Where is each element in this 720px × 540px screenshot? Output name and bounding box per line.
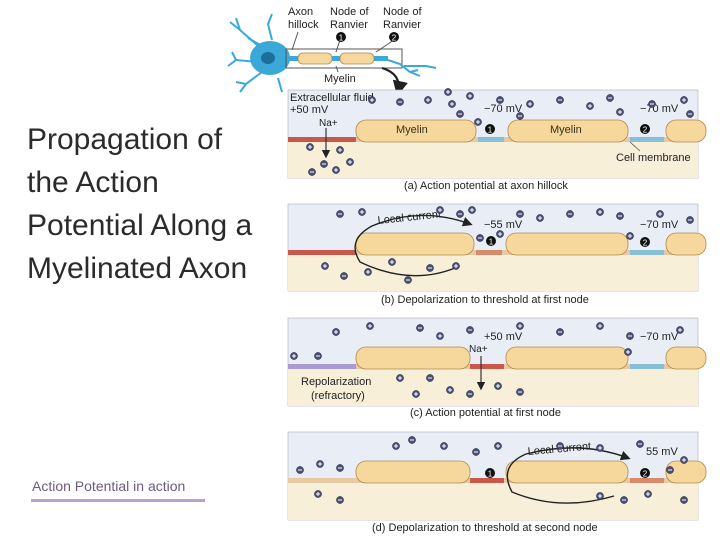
panel-b-node2 (630, 250, 664, 255)
label-a-v-node1: −70 mV (484, 103, 523, 115)
panel-c-myelin-2 (505, 346, 629, 370)
neuron-nucleus (261, 52, 275, 64)
panel-c-node2 (630, 364, 664, 369)
ion-particles (290, 88, 694, 504)
label-axon: Axon (288, 6, 313, 18)
caption-b: (b) Depolarization to threshold at first… (381, 294, 589, 306)
axon-terminals (387, 59, 437, 77)
label-a-myelin-2: Myelin (550, 124, 582, 136)
neuron-overview: Axon hillock Node of Ranvier Node of Ran… (227, 6, 437, 97)
b-num1-badge (486, 236, 496, 246)
panel-a-myelin-2 (507, 119, 629, 143)
panel-d-myelin-2 (505, 460, 629, 484)
overview-num1: 1 (339, 34, 344, 43)
panel-b-myelin-1 (355, 232, 475, 256)
panel-c-node1-active (470, 364, 504, 369)
panel-a-myelin-3 (665, 119, 707, 143)
panel-d: Local current 55 mV 1 2 (d) Depolarizati… (287, 431, 707, 534)
panel-a-node2 (630, 137, 664, 142)
label-a-v-node2: −70 mV (640, 103, 679, 115)
a-num1: 1 (488, 126, 493, 135)
label-c-repolarization: Repolarization (301, 376, 371, 388)
a-num2-badge (640, 124, 650, 134)
label-c-na: Na+ (469, 344, 488, 355)
zoom-arrow (381, 66, 408, 97)
caption-d: (d) Depolarization to threshold at secon… (372, 522, 598, 534)
panel-a-myelin-1 (355, 119, 477, 143)
d-num2: 2 (643, 470, 648, 479)
label-node1-line2: Ranvier (330, 19, 368, 31)
label-extracellular: Extracellular fluid (290, 92, 374, 104)
label-b-v-node2: −70 mV (640, 219, 679, 231)
panel-b-node1 (476, 250, 502, 255)
panel-b-hillock-active (288, 250, 356, 255)
label-node2-line1: Node of (383, 6, 422, 18)
panel-d-intracellular (288, 481, 698, 520)
neuron-dendrites (227, 13, 283, 93)
label-a-myelin-1: Myelin (396, 124, 428, 136)
a-num2: 2 (643, 126, 648, 135)
b-local-current-arrow (354, 214, 473, 277)
d-num2-badge (640, 468, 650, 478)
label-c-v-node1: +50 mV (484, 331, 523, 343)
label-node1-line1: Node of (330, 6, 369, 18)
label-c-refractory: (refractory) (311, 390, 365, 402)
slide-title: Propagation of the Action Potential Alon… (27, 123, 253, 285)
d-num1-badge (485, 468, 495, 478)
panel-b-myelin-3 (665, 232, 707, 256)
caption-a: (a) Action potential at axon hillock (404, 180, 568, 192)
link-underline (31, 499, 205, 502)
axon-overview (288, 56, 388, 61)
panel-a-node1 (478, 137, 504, 142)
panel-c: +50 mV Na+ −70 mV Repolarization (refrac… (287, 317, 707, 419)
overview-num2: 2 (392, 34, 397, 43)
label-myelin-overview: Myelin (324, 73, 356, 85)
panel-c-myelin-3 (665, 346, 707, 370)
label-c-v-node2: −70 mV (640, 331, 679, 343)
b-num1: 1 (489, 238, 494, 247)
label-a-v-hillock: +50 mV (290, 104, 329, 116)
panel-c-intracellular (288, 367, 698, 406)
overview-myelin-1 (297, 52, 333, 65)
panel-d-myelin-1 (355, 460, 471, 484)
panel-b-intracellular (288, 253, 698, 291)
caption-c: (c) Action potential at first node (410, 407, 561, 419)
panel-a: Extracellular fluid +50 mV Na+ −70 mV −7… (287, 89, 707, 192)
panel-c-myelin-1 (355, 346, 471, 370)
overview-num2-badge (389, 32, 399, 42)
d-num1: 1 (488, 470, 493, 479)
label-a-na: Na+ (319, 118, 338, 129)
label-node2-line2: Ranvier (383, 19, 421, 31)
b-num2-badge (640, 237, 650, 247)
overview-myelin-2 (339, 52, 375, 65)
overview-num1-badge (336, 32, 346, 42)
panel-c-refractory-region (288, 364, 356, 369)
label-b-v-node1: −55 mV (484, 219, 523, 231)
panel-a-intracellular (288, 140, 698, 178)
panel-d-node1-active (470, 478, 504, 483)
d-local-current-arrow (506, 447, 631, 504)
action-potential-link[interactable]: Action Potential in action (32, 478, 186, 494)
panel-a-hillock-active (288, 137, 356, 142)
label-hillock: hillock (288, 19, 319, 31)
panel-b-myelin-2 (505, 232, 629, 256)
label-d-v-node2: 55 mV (646, 446, 678, 458)
overview-zoom-box (285, 48, 403, 69)
b-num2: 2 (643, 239, 648, 248)
panel-b: Local current −55 mV −70 mV 1 2 (b) Depo… (287, 203, 707, 306)
panel-d-node2 (630, 478, 664, 483)
a-num1-badge (485, 124, 495, 134)
label-cell-membrane: Cell membrane (616, 152, 691, 164)
